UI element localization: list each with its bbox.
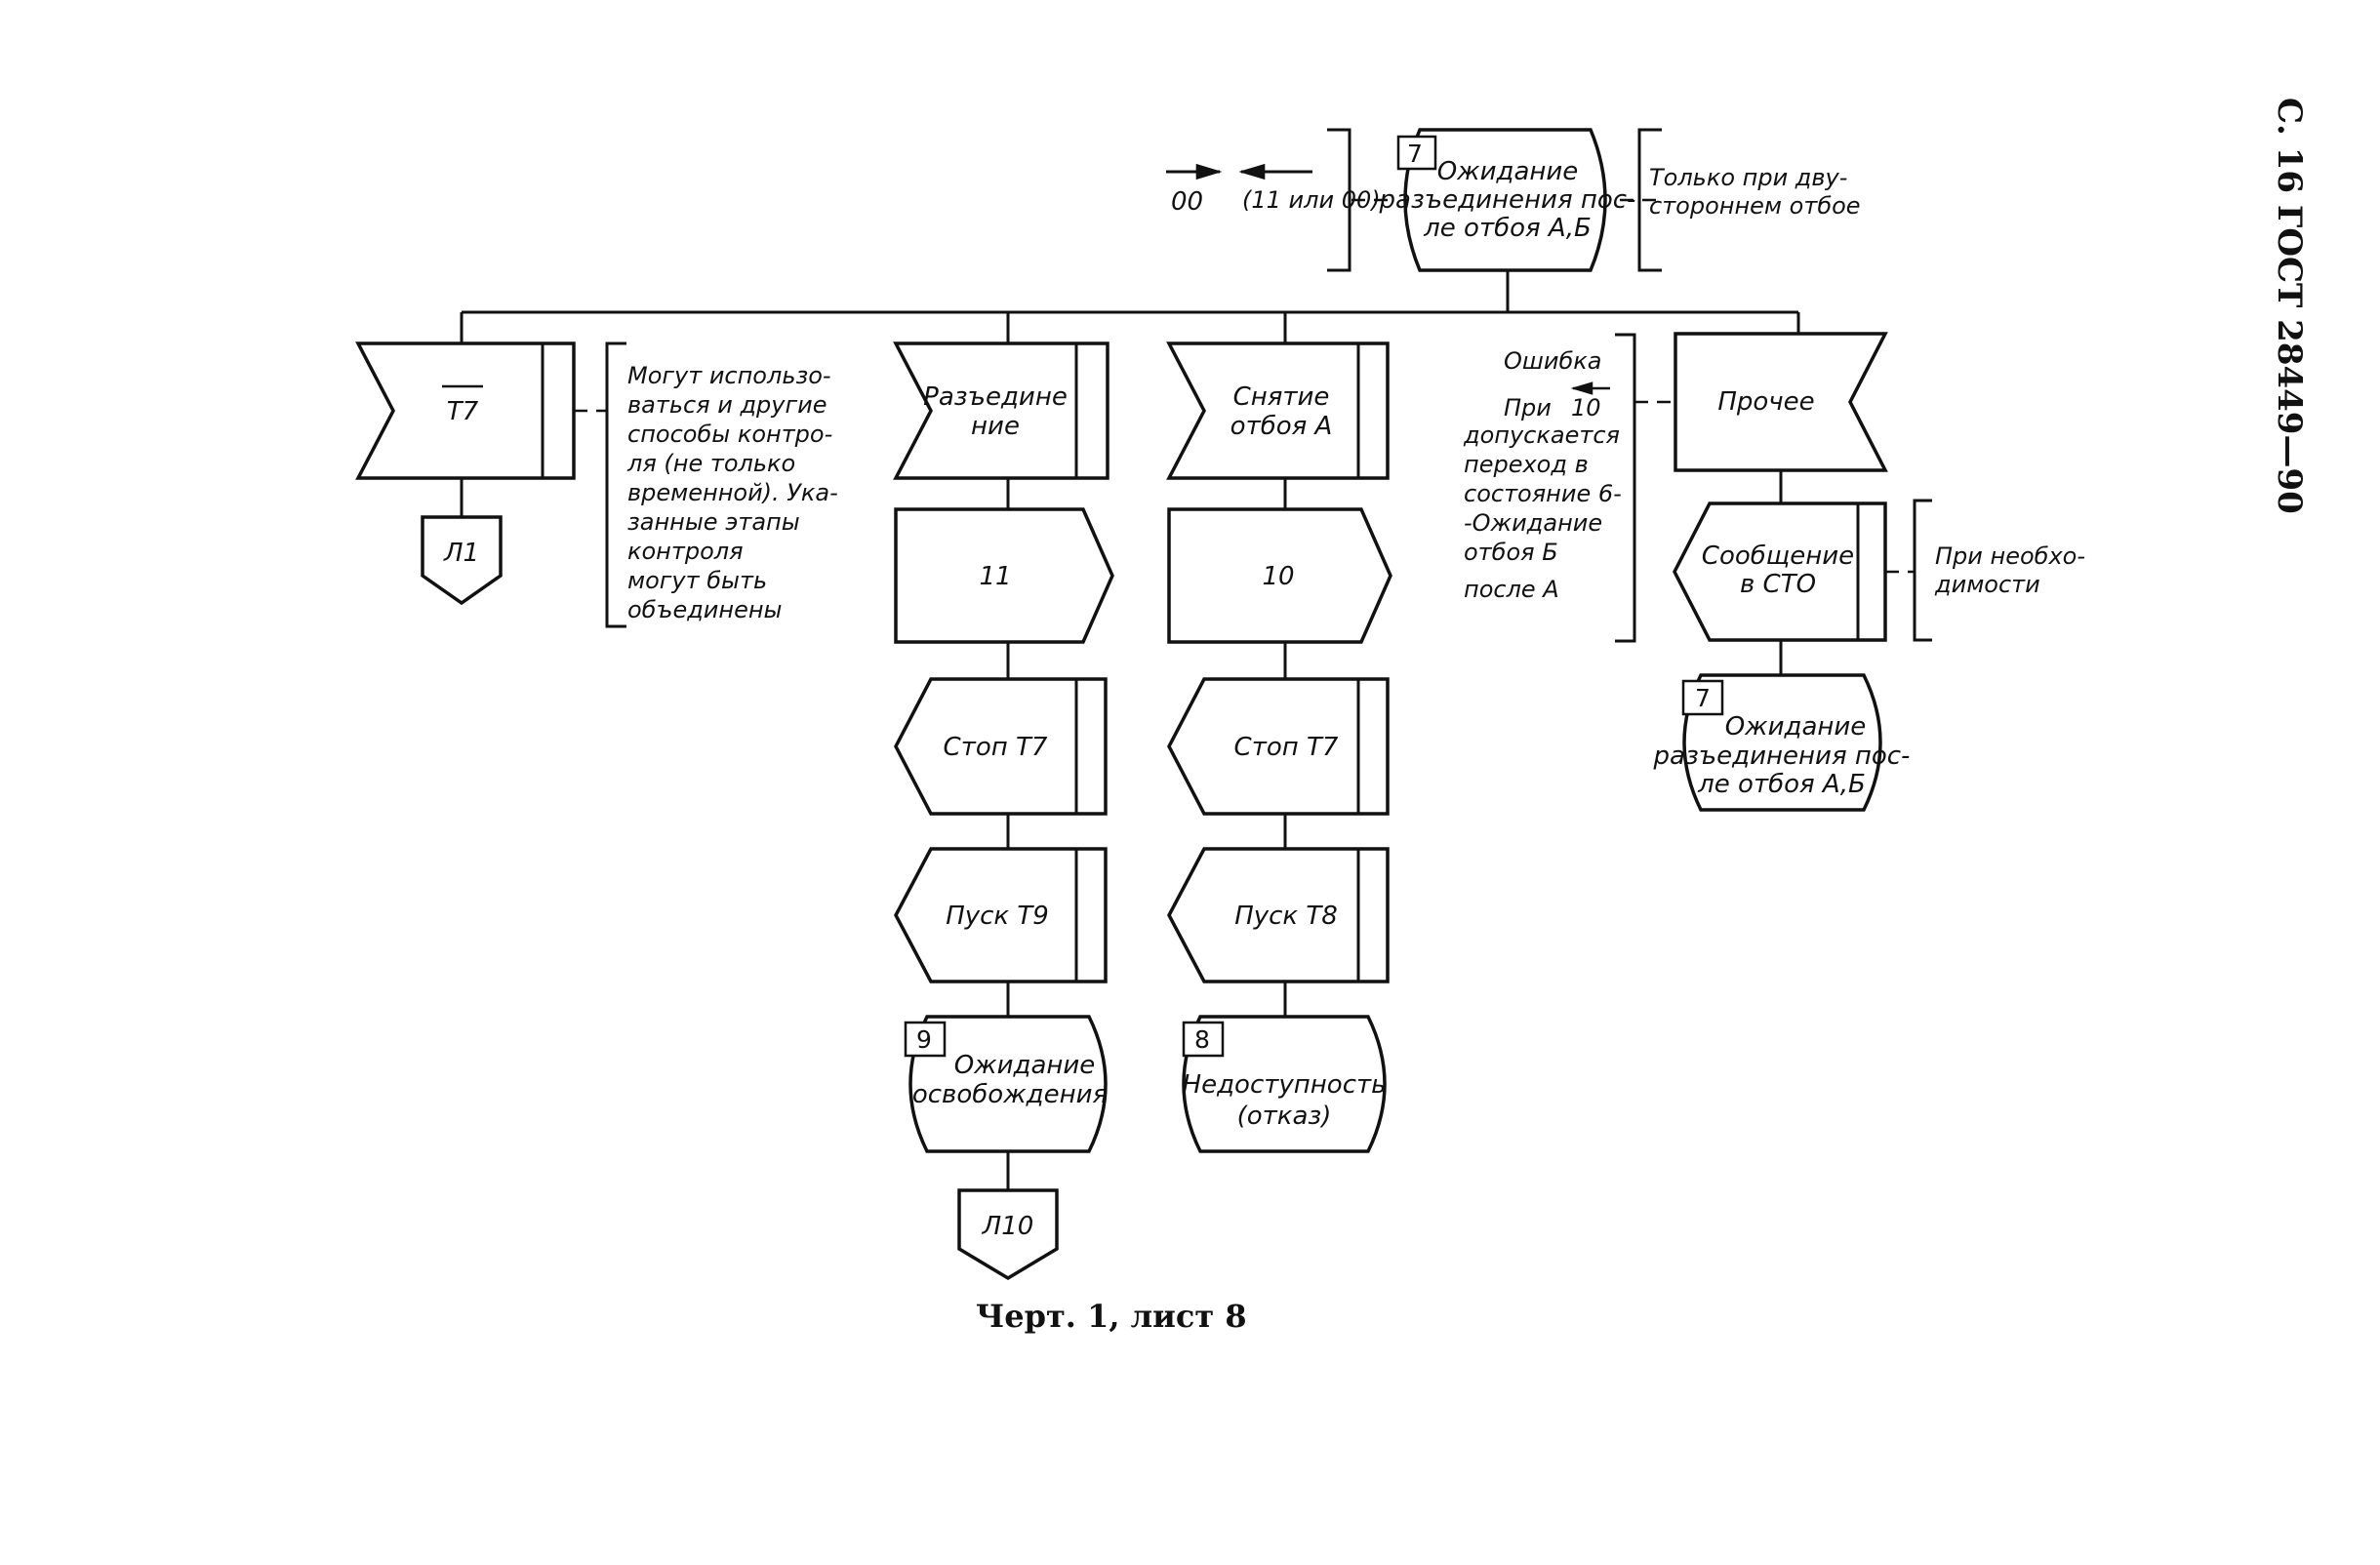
disconnect-task2-label: Пуск Т9 — [946, 902, 1049, 931]
branch-disconnect: Разъедине ние 11 Стоп Т7 Пуск Т9 9 Ожида… — [893, 341, 1114, 1281]
other-state-7 — [1682, 673, 1882, 812]
branch-release-a: Снятие отбоя А 10 Стоп Т7 Пуск Т8 8 Недо… — [1166, 341, 1392, 1153]
disconnect-state-number: 9 — [916, 1025, 932, 1054]
release-task1-label: Стоп Т7 — [1234, 733, 1339, 762]
top-state-line-3: ле отбоя А,Б — [1423, 214, 1592, 243]
other-input — [1674, 332, 1888, 472]
error-note-title: Ошибка — [1504, 347, 1601, 375]
other-output-note-line-2: димости — [1934, 571, 2040, 598]
other-output-line-1: Сообщение — [1702, 542, 1854, 571]
top-note-line-1: Только при дву- — [1649, 164, 1847, 191]
other-state-line-1: Ожидание — [1725, 712, 1867, 742]
t7-note-line-1: Могут использо- — [627, 362, 831, 389]
release-input — [1166, 341, 1390, 480]
connector-l1 — [421, 515, 503, 606]
t7-note-line-4: ля (не только — [626, 450, 795, 477]
error-note: Ошибка При 10 допускается переход в сост… — [1463, 333, 1675, 643]
top-state-number: 7 — [1407, 140, 1423, 168]
top-state-wait-disconnect: 7 Ожидание разъединения пос- ле отбоя А,… — [1379, 128, 1636, 272]
error-note-line-4: -Ожидание — [1464, 509, 1602, 537]
t7-note-line-2: ваться и другие — [627, 391, 827, 419]
other-state-line-3: ле отбоя А,Б — [1697, 770, 1866, 799]
disconnect-input-line-2: ние — [971, 412, 1020, 441]
t7-note-line-8: могут быть — [627, 567, 767, 594]
signal-in-11-or-00: (11 или 00) — [1242, 186, 1381, 214]
error-note-pri: При — [1504, 394, 1552, 421]
page-header: С. 16 ГОСТ 28449—90 — [2270, 98, 2309, 514]
other-output-note-line-1: При необхо- — [1935, 542, 2085, 570]
top-note-line-2: стороннем отбое — [1649, 192, 1861, 220]
connector-l10-label: Л10 — [982, 1212, 1034, 1241]
disconnect-input-line-1: Разъедине — [923, 382, 1068, 412]
disconnect-input — [893, 341, 1109, 480]
figure-caption: Черт. 1, лист 8 — [976, 1298, 1247, 1335]
release-signal-label: 10 — [1262, 562, 1294, 591]
release-input-line-1: Снятие — [1233, 382, 1330, 412]
disconnect-state-line-2: освобождения — [912, 1080, 1108, 1109]
top-left-signal-annotation: 00 (11 или 00) — [1166, 128, 1391, 272]
t7-input-label: T7 — [447, 397, 479, 426]
release-state-number: 8 — [1194, 1025, 1210, 1054]
disconnect-state-9 — [908, 1015, 1108, 1153]
other-state-line-2: разъединения пос- — [1653, 742, 1911, 771]
t7-note-line-6: занные этапы — [627, 508, 800, 536]
disconnect-signal-label: 11 — [979, 562, 1011, 591]
t7-note-line-7: контроля — [627, 538, 744, 565]
error-note-line-3: состояние 6- — [1464, 480, 1622, 507]
top-state-line-1: Ожидание — [1437, 157, 1579, 186]
signal-out-00: 00 — [1171, 187, 1203, 217]
disconnect-state-line-1: Ожидание — [954, 1051, 1096, 1080]
release-state-line-2: (отказ) — [1237, 1102, 1332, 1131]
other-input-label: Прочее — [1717, 387, 1814, 417]
release-state-8 — [1182, 1015, 1387, 1153]
t7-note-line-3: способы контро- — [627, 421, 832, 448]
other-output-line-2: в СТО — [1740, 570, 1816, 599]
release-output-signal — [1167, 507, 1392, 644]
error-note-line-1: допускается — [1463, 421, 1620, 449]
release-state-line-1: Недоступность — [1183, 1070, 1387, 1100]
error-note-line-6: после А — [1464, 576, 1559, 603]
other-state-number: 7 — [1695, 684, 1711, 712]
connector-l10 — [957, 1188, 1059, 1281]
branch-t7: T7 Л1 Могут использо- ваться и другие сп… — [355, 341, 838, 628]
t7-note-line-9: объединены — [627, 596, 783, 623]
connector-l1-label: Л1 — [443, 539, 479, 568]
disconnect-output-signal — [894, 507, 1114, 644]
error-note-signal: 10 — [1571, 394, 1601, 421]
release-task2-label: Пуск Т8 — [1234, 902, 1338, 931]
branch-other: Прочее Сообщение в СТО При необхо- димос… — [1653, 332, 2085, 812]
error-note-line-5: отбоя Б — [1464, 539, 1558, 566]
disconnect-task1-label: Стоп Т7 — [944, 733, 1048, 762]
t7-note-line-5: временной). Ука- — [627, 479, 838, 506]
top-state-line-2: разъединения пос- — [1379, 185, 1636, 215]
top-right-note: Только при дву- стороннем отбое — [1620, 128, 1861, 272]
release-input-line-2: отбоя А — [1230, 412, 1333, 441]
error-note-line-2: переход в — [1464, 451, 1589, 478]
distribution-bus — [460, 270, 1800, 343]
other-output-message — [1673, 502, 1887, 642]
